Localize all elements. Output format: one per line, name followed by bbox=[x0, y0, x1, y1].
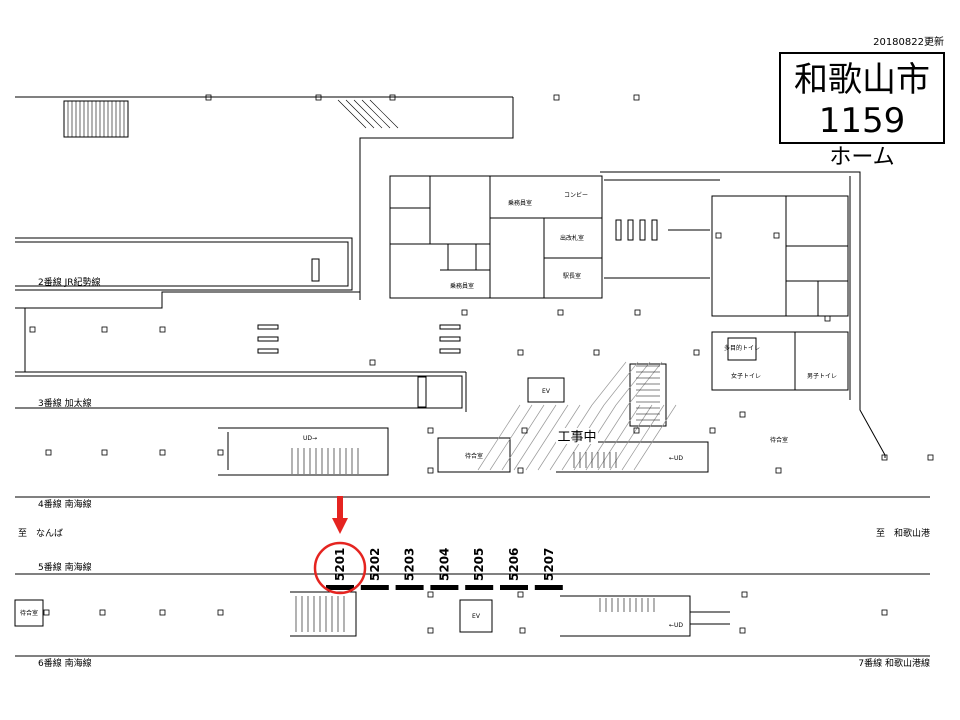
ad-slot-bar-5201[interactable] bbox=[326, 585, 354, 590]
waiting-room-right-label: 待合室 bbox=[770, 436, 788, 444]
updown-label-1: UD→ bbox=[303, 435, 317, 442]
area-label: ホーム bbox=[829, 145, 894, 170]
track-6-label: 6番線 南海線 bbox=[38, 657, 92, 669]
stairs-top-left bbox=[67, 101, 125, 137]
crew-room-b-label: 乗務員室 bbox=[450, 282, 474, 290]
stationmaster-label: 駅長室 bbox=[563, 272, 581, 280]
construction-label-bg bbox=[556, 428, 598, 444]
highlight-arrow-head bbox=[332, 518, 348, 534]
ad-slot-bar-5206[interactable] bbox=[500, 585, 528, 590]
multipurpose-toilet-label: 多目的トイレ bbox=[724, 344, 760, 352]
pillars bbox=[29, 94, 934, 634]
title-box bbox=[779, 52, 945, 144]
construction-label: 工事中 bbox=[557, 430, 596, 445]
updown-label-3: ←UD bbox=[669, 622, 683, 629]
ad-slot-bar-5202[interactable] bbox=[360, 585, 389, 590]
ticket-office-label: 出改札室 bbox=[560, 234, 584, 242]
ad-slot-label-5202[interactable]: 5202 bbox=[368, 548, 382, 581]
direction-left-label: 至 なんば bbox=[18, 528, 63, 539]
concourse-label: コンビー bbox=[564, 191, 588, 199]
ad-slot-label-5201[interactable]: 5201 bbox=[333, 548, 347, 581]
ad-slot-bar-5204[interactable] bbox=[430, 585, 459, 590]
stairs-upper-platform bbox=[291, 365, 660, 474]
crew-room-a-label: 乗務員室 bbox=[508, 199, 532, 207]
track-5-label: 5番線 南海線 bbox=[38, 561, 92, 573]
highlight-circle bbox=[313, 541, 367, 595]
womens-toilet-label: 女子トイレ bbox=[731, 372, 761, 380]
updown-label-2: ←UD bbox=[669, 455, 683, 462]
ad-slot-label-5206[interactable]: 5206 bbox=[507, 548, 521, 581]
elevator-lower-label: EV bbox=[472, 613, 481, 620]
ad-slot-label-5204[interactable]: 5204 bbox=[437, 548, 451, 581]
ad-slot-label-5203[interactable]: 5203 bbox=[403, 548, 417, 581]
waiting-room-left-label: 待合室 bbox=[20, 609, 38, 617]
upper-structure bbox=[15, 96, 886, 476]
track-lines bbox=[15, 496, 930, 657]
ad-slot-bar-5203[interactable] bbox=[395, 585, 424, 590]
ad-slot-label-5207[interactable]: 5207 bbox=[542, 548, 556, 581]
ad-slots: 5201 5202 5203 5204 5205 5206 5207 bbox=[326, 548, 563, 590]
station-code: 1159 bbox=[819, 101, 906, 141]
direction-right-label: 至 和歌山港 bbox=[876, 527, 930, 539]
update-date: 20180822更新 bbox=[873, 35, 944, 48]
waiting-room-upper-label: 待合室 bbox=[465, 452, 483, 460]
station-name: 和歌山市 bbox=[794, 60, 930, 100]
track-7-label: 7番線 和歌山港線 bbox=[858, 657, 930, 669]
stairs-diagonal bbox=[337, 99, 399, 129]
ad-slot-label-5205[interactable]: 5205 bbox=[472, 548, 486, 581]
elevator-upper-label: EV bbox=[542, 388, 551, 395]
track-3-label: 3番線 加太線 bbox=[38, 397, 92, 409]
track-2-label: 2番線 JR紀勢線 bbox=[38, 276, 101, 288]
stairs-lower bbox=[295, 596, 655, 632]
mens-toilet-label: 男子トイレ bbox=[807, 373, 837, 380]
ad-slot-bar-5207[interactable] bbox=[534, 585, 563, 590]
lower-platform bbox=[14, 591, 730, 637]
ad-slot-bar-5205[interactable] bbox=[465, 585, 494, 590]
highlight-arrow-shaft bbox=[337, 496, 343, 520]
track-4-label: 4番線 南海線 bbox=[38, 498, 92, 510]
